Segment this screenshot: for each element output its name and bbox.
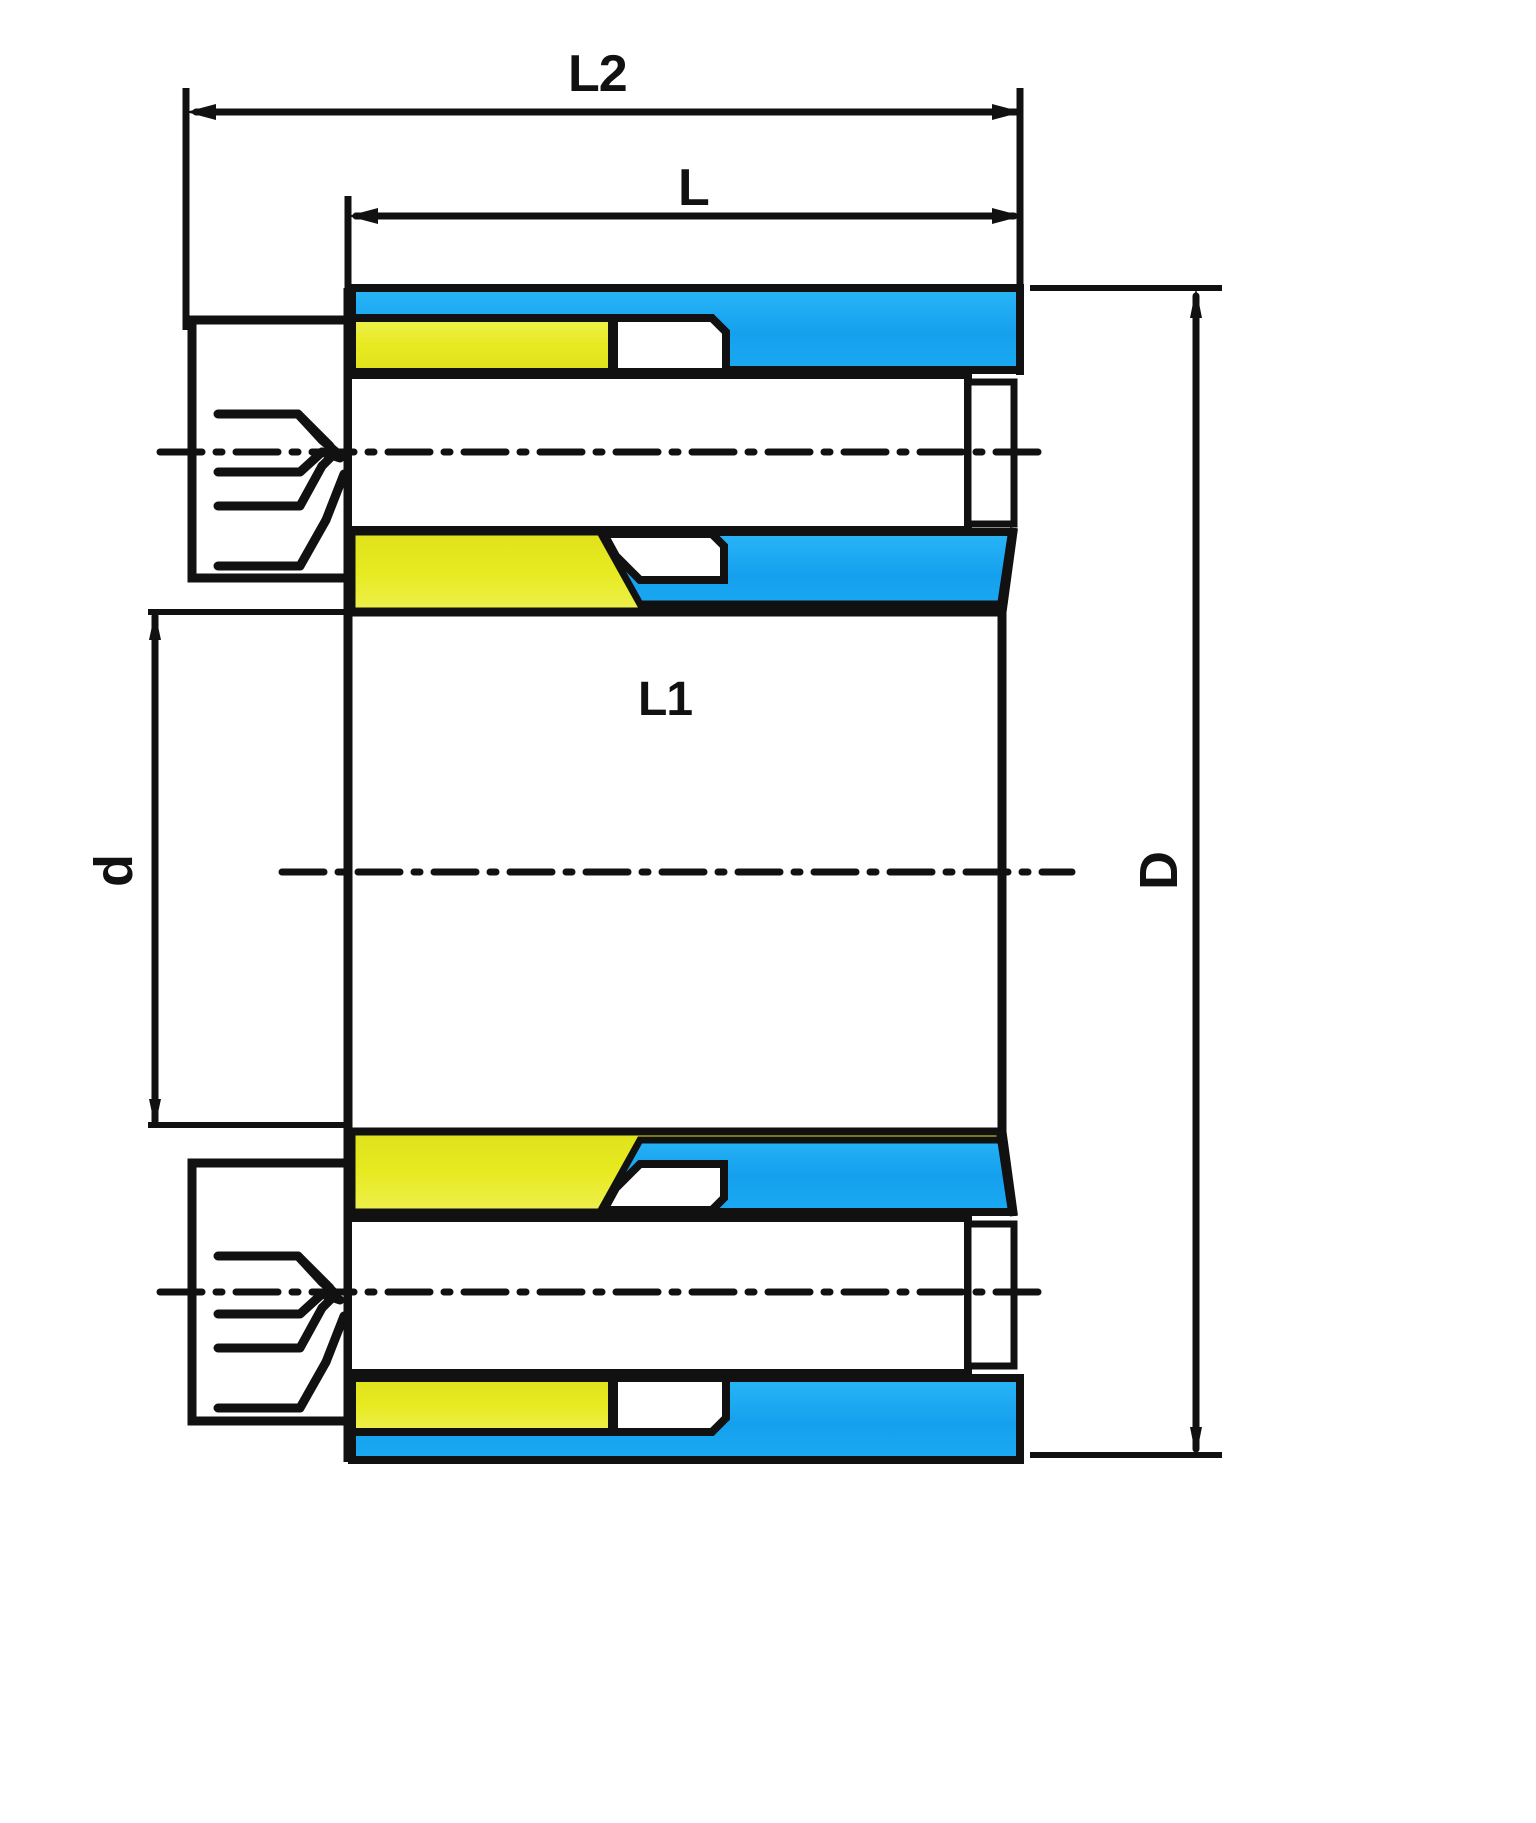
bottom-screw-assembly	[187, 1158, 1018, 1426]
top-ring-section	[343, 284, 1024, 376]
centerlines	[156, 448, 1076, 1296]
dimension-L	[344, 196, 1024, 300]
dimension-label-L1: L1	[638, 673, 693, 726]
bottom-ring-section	[343, 1374, 1024, 1464]
dimension-label-D: D	[1129, 852, 1189, 890]
top-mid-ring-section	[343, 527, 1018, 617]
dimension-d	[148, 609, 348, 1128]
dimension-label-L2: L2	[568, 45, 628, 103]
dimension-label-L: L	[678, 159, 710, 217]
dimension-label-d: d	[84, 855, 144, 887]
bottom-mid-ring-section	[343, 1127, 1018, 1217]
dimension-D	[1030, 285, 1222, 1458]
